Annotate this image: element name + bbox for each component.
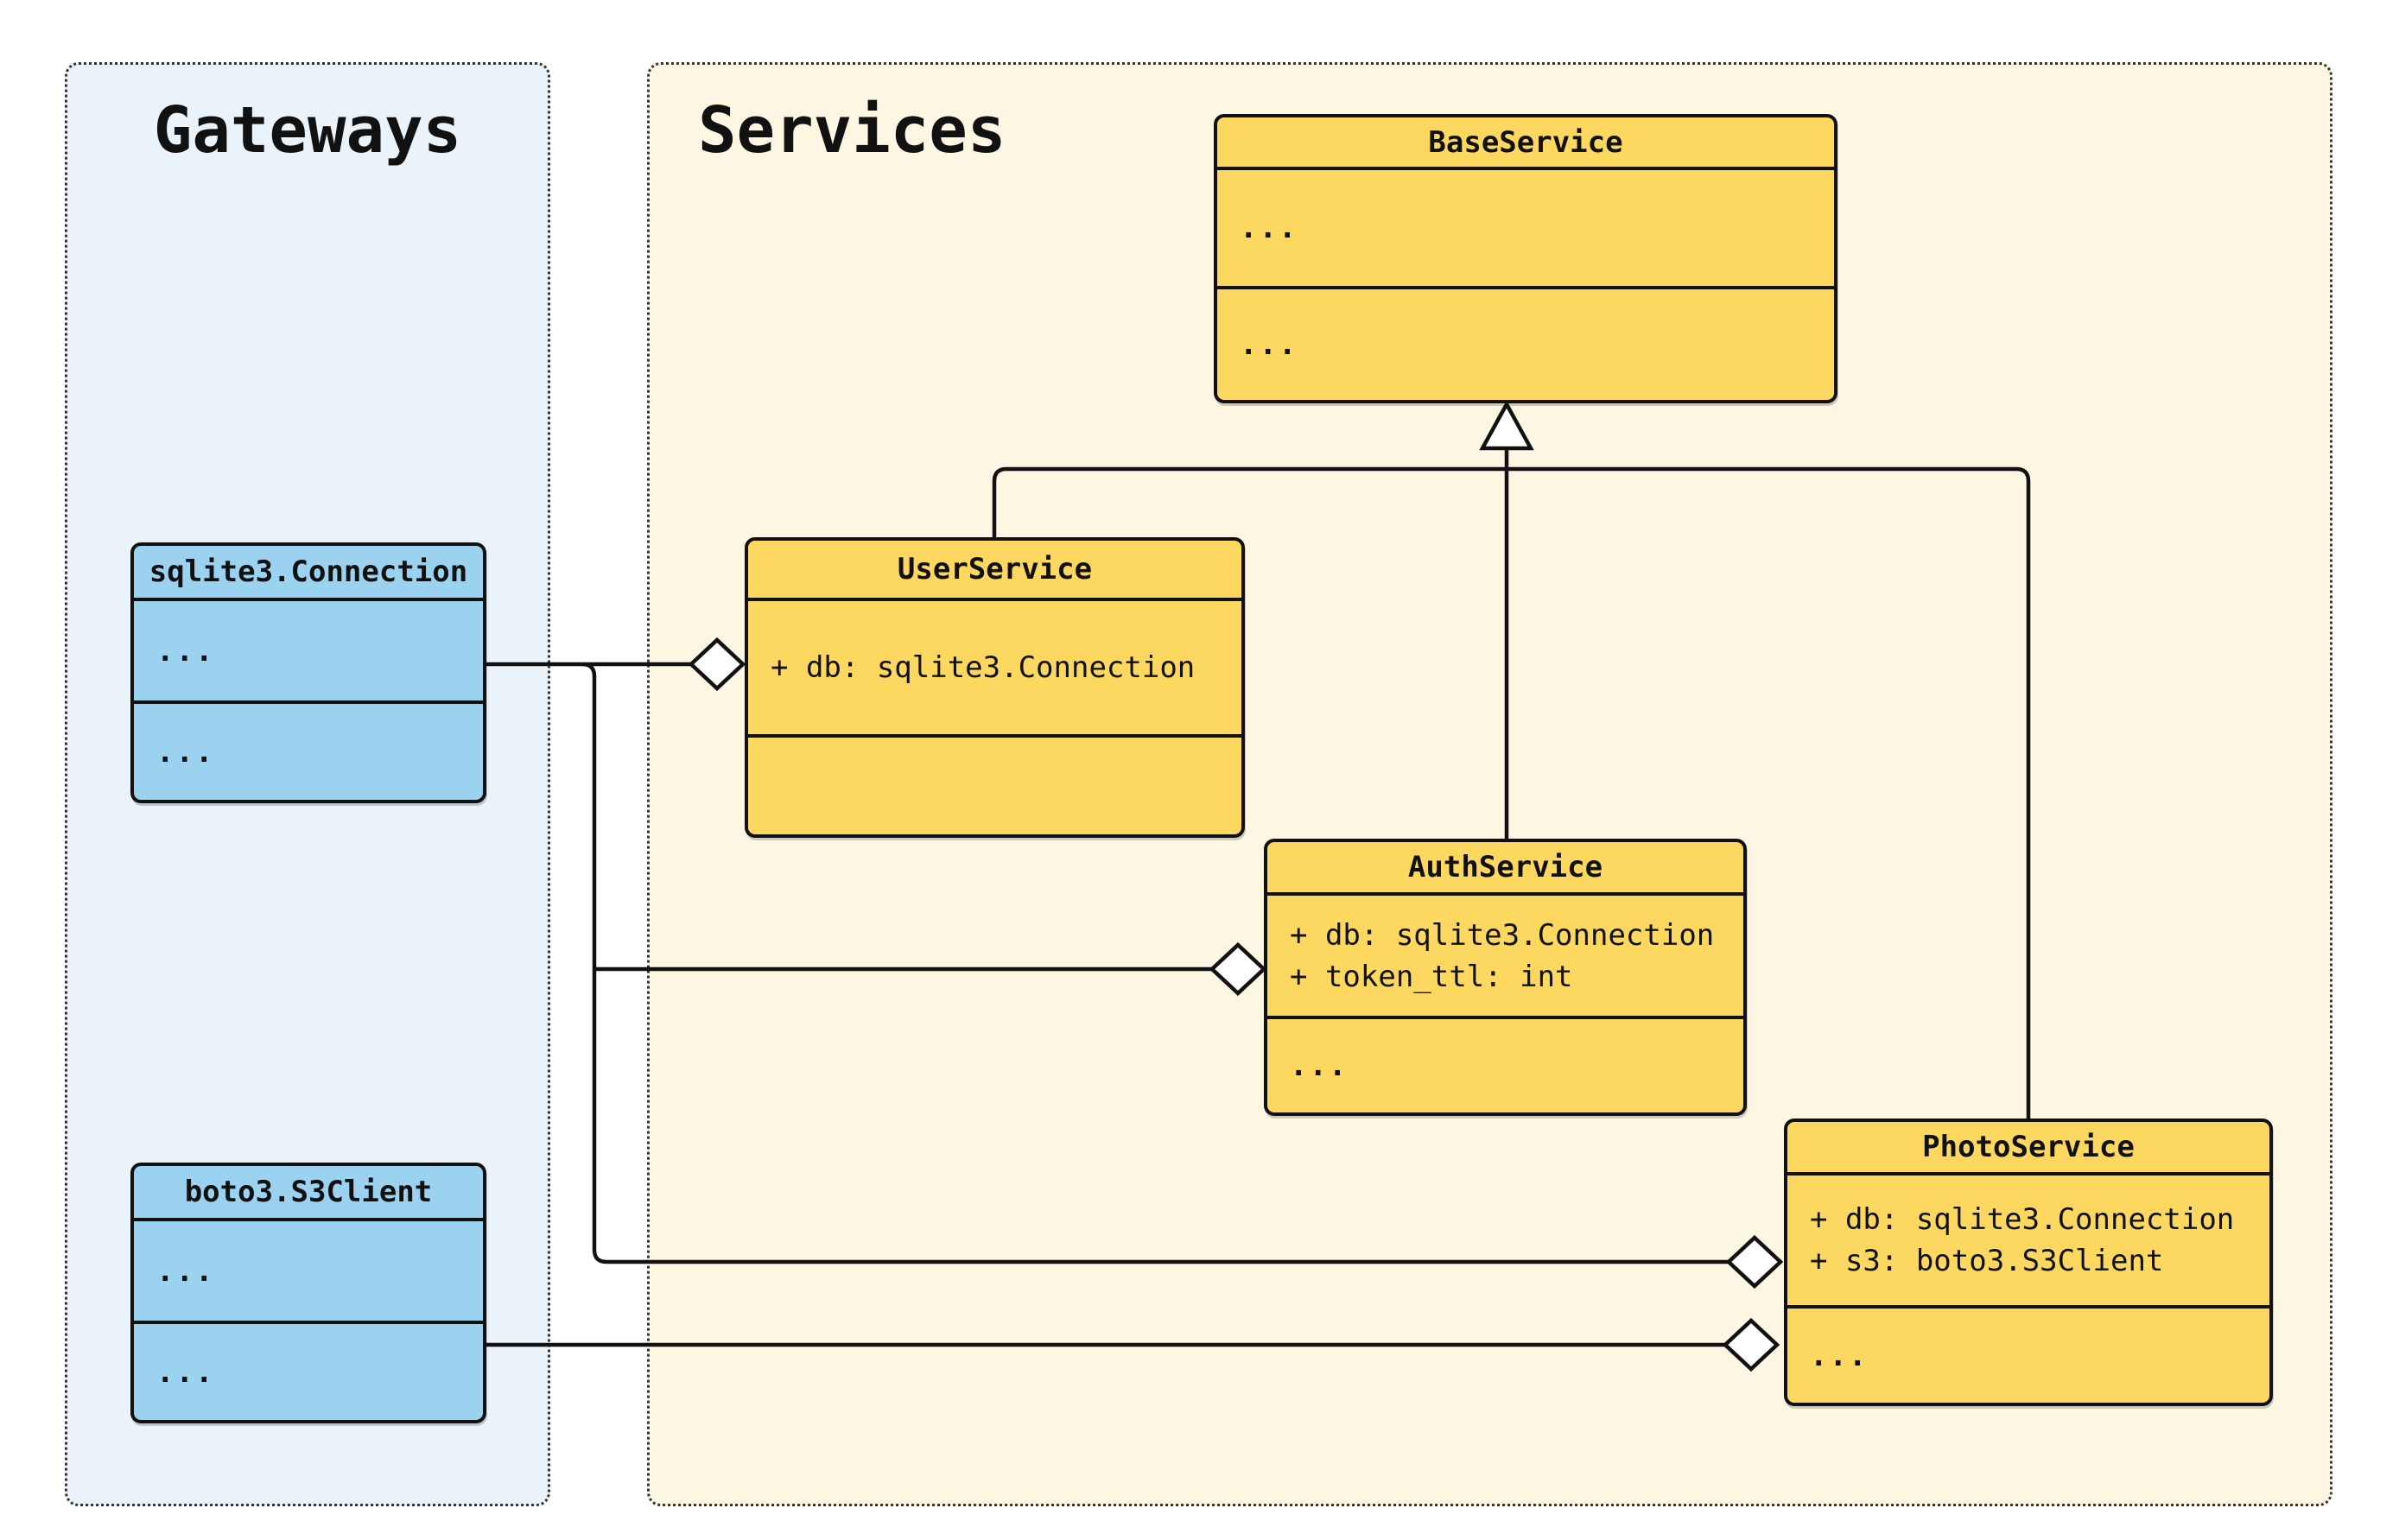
class-box-sqlite3-connection: sqlite3.Connection ... ...	[130, 542, 486, 803]
class-methods	[748, 734, 1241, 834]
class-methods: ...	[1787, 1305, 2269, 1403]
class-methods: ...	[134, 1321, 483, 1420]
class-methods: ...	[134, 700, 483, 800]
class-title: UserService	[897, 552, 1093, 586]
class-attributes: ...	[134, 1218, 483, 1321]
class-attributes: + db: sqlite3.Connection + token_ttl: in…	[1267, 892, 1743, 1016]
class-box-authservice: AuthService + db: sqlite3.Connection + t…	[1264, 839, 1747, 1116]
group-title-services: Services	[698, 93, 1006, 168]
class-box-baseservice: BaseService ... ...	[1214, 114, 1837, 403]
class-attributes: ...	[134, 598, 483, 700]
group-title-gateways: Gateways	[153, 93, 462, 168]
class-attributes: + db: sqlite3.Connection	[748, 598, 1241, 734]
class-box-userservice: UserService + db: sqlite3.Connection	[745, 537, 1245, 838]
class-title: AuthService	[1407, 850, 1603, 884]
class-box-boto3-s3client: boto3.S3Client ... ...	[130, 1163, 486, 1423]
class-methods: ...	[1217, 286, 1834, 400]
class-title: boto3.S3Client	[184, 1175, 433, 1209]
class-title: PhotoService	[1922, 1130, 2135, 1164]
class-methods: ...	[1267, 1016, 1743, 1112]
class-attributes: ...	[1217, 167, 1834, 286]
class-box-photoservice: PhotoService + db: sqlite3.Connection + …	[1784, 1119, 2273, 1406]
class-title: sqlite3.Connection	[149, 555, 468, 589]
class-title: BaseService	[1428, 124, 1623, 160]
class-attributes: + db: sqlite3.Connection + s3: boto3.S3C…	[1787, 1172, 2269, 1305]
